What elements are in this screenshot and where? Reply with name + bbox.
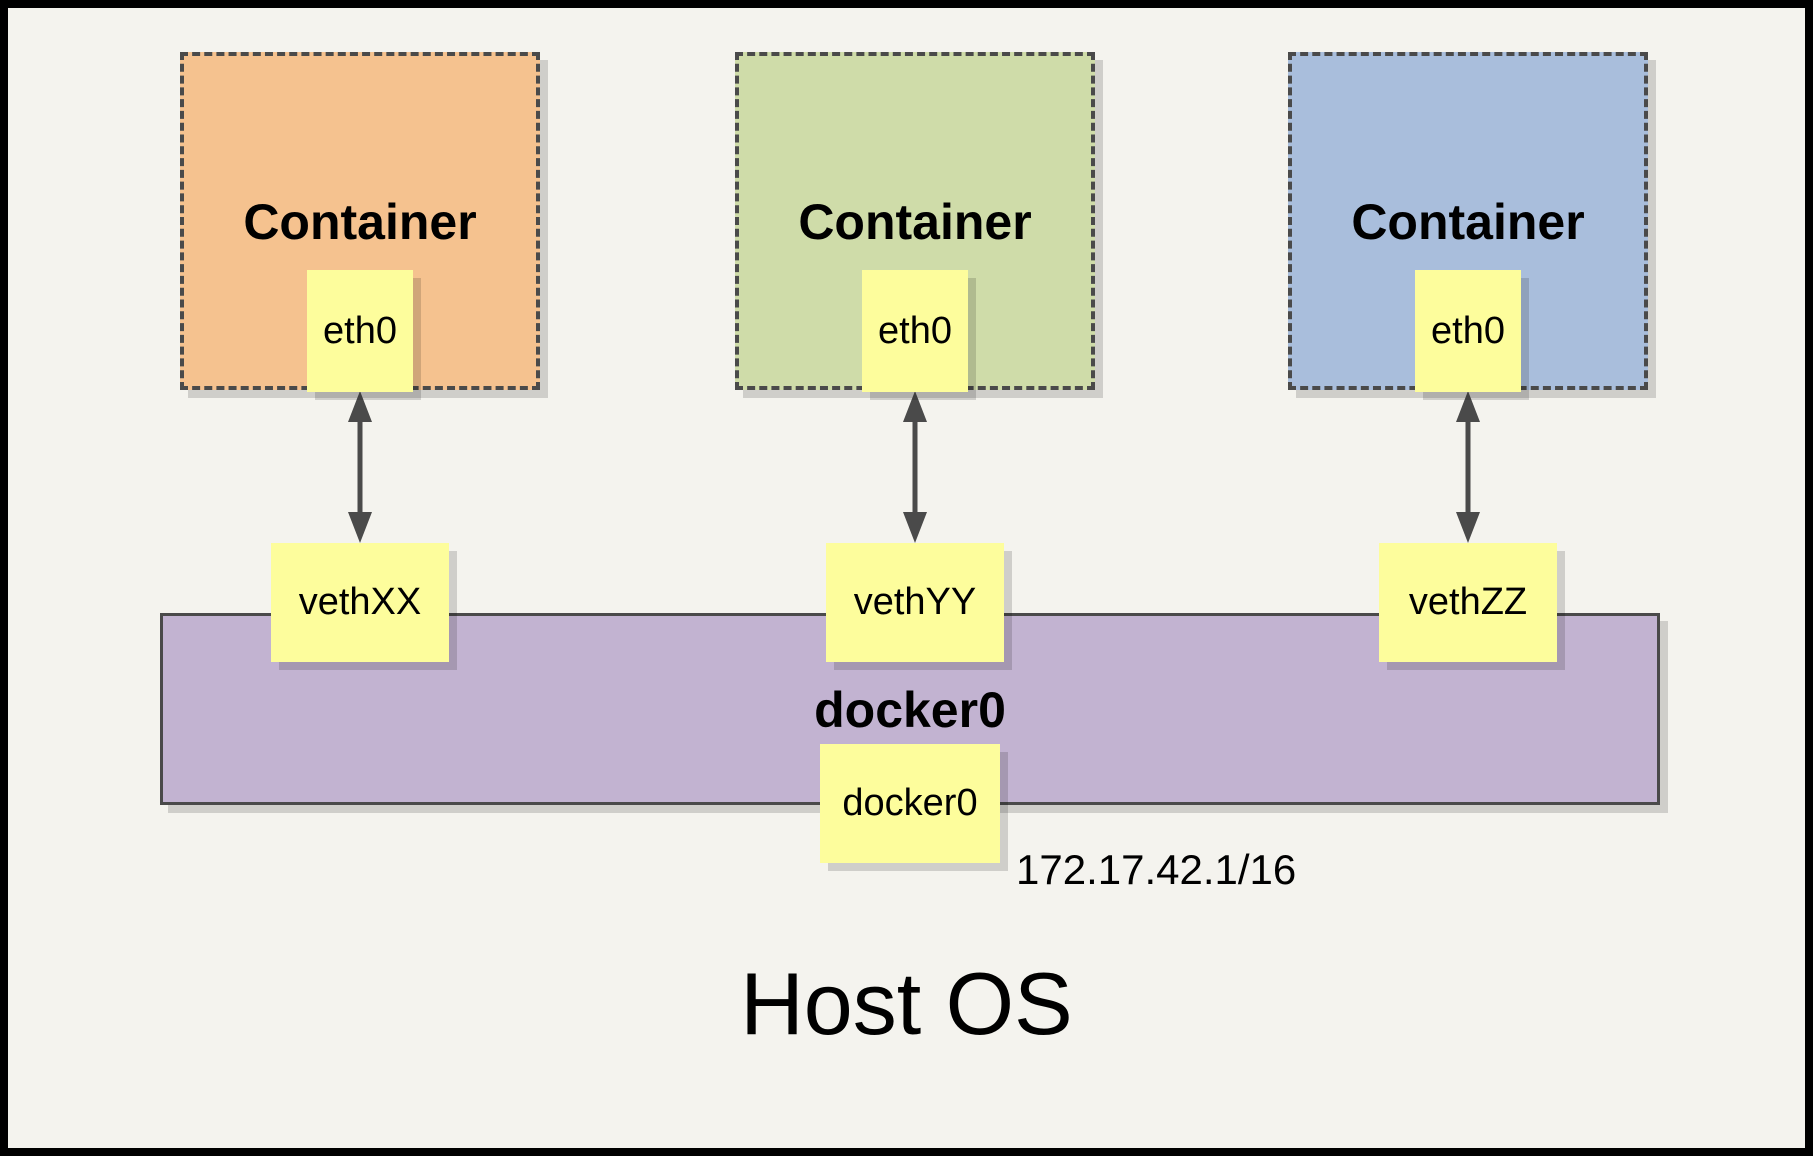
- eth0-interface-box: eth0: [1415, 270, 1521, 392]
- veth-interface-box: vethXX: [271, 543, 449, 662]
- container-label: Container: [798, 194, 1032, 250]
- container-box-3: Container eth0: [1288, 52, 1648, 392]
- double-arrow-icon: [348, 391, 372, 543]
- container-box-2: Container eth0: [735, 52, 1095, 392]
- double-arrow-icon: [1456, 391, 1480, 543]
- bridge-ip-label: 172.17.42.1/16: [1016, 846, 1297, 893]
- docker0-interface-box: docker0: [820, 744, 1000, 863]
- eth0-interface-label: eth0: [1431, 309, 1505, 352]
- veth-interface-box: vethZZ: [1379, 543, 1557, 662]
- eth0-interface-label: eth0: [323, 309, 397, 352]
- eth0-interface-label: eth0: [878, 309, 952, 352]
- eth0-interface-box: eth0: [862, 270, 968, 392]
- veth-interface-label: vethZZ: [1408, 581, 1528, 623]
- container-box-1: Container eth0: [180, 52, 540, 392]
- container-label: Container: [243, 194, 477, 250]
- container-label: Container: [1351, 194, 1585, 250]
- double-arrow-icon: [903, 391, 927, 543]
- veth-interface-label: vethYY: [853, 581, 977, 623]
- docker0-bridge-label: docker0: [814, 682, 1006, 738]
- eth0-interface-box: eth0: [307, 270, 413, 392]
- veth-interface-label: vethXX: [298, 581, 422, 623]
- veth-interface-box: vethYY: [826, 543, 1004, 662]
- docker0-interface-label: docker0: [842, 782, 978, 824]
- host-os-label: Host OS: [740, 954, 1073, 1053]
